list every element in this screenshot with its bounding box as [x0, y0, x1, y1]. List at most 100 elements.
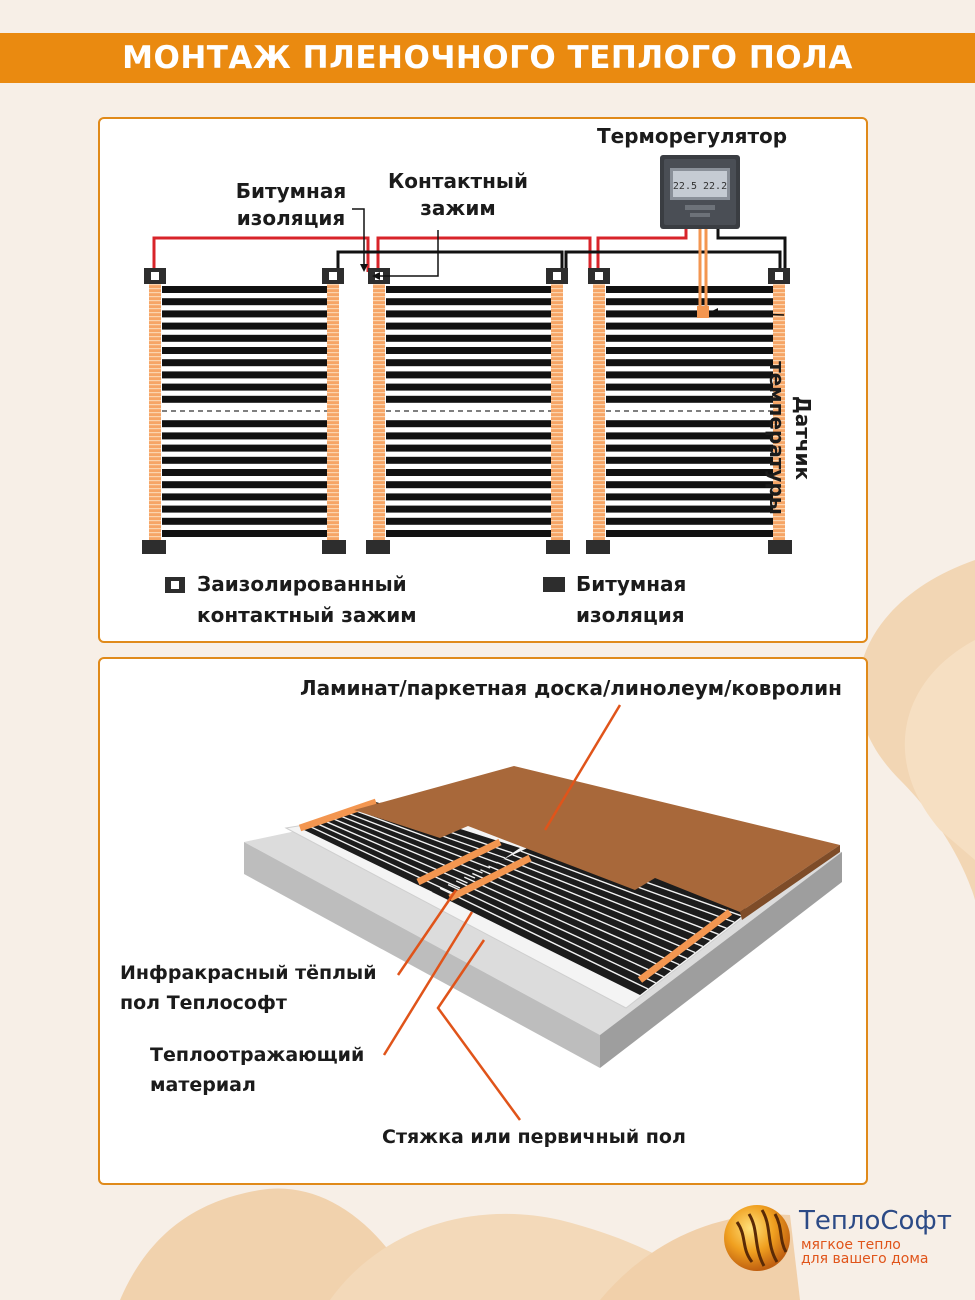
film-stripe [463, 876, 672, 972]
bitumen-label-line2: изоляция [236, 206, 346, 230]
heating-strip [606, 286, 773, 293]
top-layer-label: Ламинат/паркетная доска/линолеум/ковроли… [300, 676, 842, 700]
heating-strip [606, 493, 773, 501]
copper-bus-strip [149, 280, 161, 540]
heating-strip [162, 493, 327, 501]
heating-strip [606, 334, 773, 342]
contact-label-line1: Контактный [387, 169, 529, 193]
heating-strip [606, 359, 773, 367]
heating-strip [606, 347, 773, 354]
heating-strip [386, 383, 551, 391]
film-stripe [307, 824, 453, 894]
heating-strip [162, 359, 327, 367]
film-stripe [455, 880, 664, 978]
heating-strip [162, 310, 327, 318]
black-wires [336, 228, 787, 272]
heating-strip [162, 334, 327, 342]
copper-bus-strip [551, 280, 563, 540]
heating-strip [162, 322, 327, 330]
heating-strip [386, 334, 551, 342]
heating-strip [606, 371, 773, 379]
heating-strip [162, 469, 327, 476]
legend-item-clamp: Заизолированный контактный зажим [197, 571, 417, 629]
heating-strip [386, 481, 551, 489]
heating-strip [162, 420, 327, 428]
copper-bus-strip [373, 280, 385, 540]
film-stripe [512, 854, 719, 935]
heating-strip [162, 456, 327, 464]
heating-strip [386, 298, 551, 306]
reflective-label-line2: материал [150, 1074, 256, 1096]
heating-strip [162, 298, 327, 306]
contact-label-line2: зажим [420, 196, 496, 220]
heating-strip [606, 517, 773, 525]
heating-strip [386, 359, 551, 367]
reflective-label: Теплоотражающий материал [150, 1042, 364, 1099]
heating-strip [386, 444, 551, 452]
film-stripe [520, 850, 727, 929]
heating-strip [162, 530, 327, 537]
heating-strip [386, 371, 551, 379]
heating-strip [606, 456, 773, 464]
heating-strip [606, 469, 773, 476]
heating-strip [606, 444, 773, 452]
contact-clamp-label: Контактный зажим [378, 168, 538, 222]
heating-strip [606, 298, 773, 306]
heating-strip [386, 530, 551, 537]
brand-tagline-line2: для вашего дома [801, 1251, 929, 1267]
heating-strip [162, 444, 327, 452]
heating-strip [606, 310, 773, 318]
layers-illustration [244, 704, 842, 1121]
brand-tagline: мягкое тепло для вашего дома [801, 1238, 929, 1266]
insulated-clamp-icon [165, 577, 185, 593]
clamp-window [329, 272, 337, 280]
copper-bus-strip [593, 280, 605, 540]
heating-strip [162, 517, 327, 525]
legend-item-bitumen: Битумная изоляция [576, 571, 686, 629]
heating-strip [606, 395, 773, 403]
reflective-label-line1: Теплоотражающий [150, 1044, 365, 1066]
heating-strip [386, 420, 551, 428]
legend-clamp-line1: Заизолированный [197, 572, 407, 596]
heating-strip [606, 383, 773, 391]
heating-strip [606, 322, 773, 330]
heating-strip [386, 456, 551, 464]
bitumen-insulation [546, 540, 570, 554]
legend-bitumen-line2: изоляция [576, 603, 685, 627]
bitumen-insulation [366, 540, 390, 554]
heating-strip [162, 505, 327, 513]
film-stripe [504, 857, 711, 942]
heating-strip [386, 432, 551, 440]
heating-strip [162, 481, 327, 489]
heating-strip [386, 347, 551, 354]
heating-strip [386, 322, 551, 330]
film-label-line1: Инфракрасный тёплый [120, 962, 377, 984]
page-title: МОНТАЖ ПЛЕНОЧНОГО ТЕПЛОГО ПОЛА [122, 40, 853, 76]
heating-strip [386, 310, 551, 318]
thermostat-display: 22.5 22.2 [673, 181, 727, 192]
brand-name: ТеплоСофт [799, 1206, 952, 1236]
film-stripe [480, 869, 688, 960]
bitumen-insulation [322, 540, 346, 554]
bitumen-label: Битумная изоляция [228, 178, 354, 232]
thermostat: 22.5 22.2 [660, 155, 740, 229]
sensor-label: Датчик температуры [756, 348, 816, 528]
bitumen-square-icon [543, 577, 565, 592]
heating-strip [606, 432, 773, 440]
heating-strip [162, 371, 327, 379]
red-wires [152, 228, 688, 272]
heating-strip [162, 286, 327, 293]
heating-strip [606, 420, 773, 428]
heating-strip [386, 517, 551, 525]
heating-strip [606, 530, 773, 537]
bitumen-label-line1: Битумная [235, 179, 347, 203]
film-stripe [439, 887, 649, 990]
film-stripe [496, 861, 704, 948]
temperature-sensor [697, 229, 785, 318]
film-stripe [472, 872, 680, 966]
legend-clamp-line2: контактный зажим [197, 603, 417, 627]
label-leaders [352, 208, 439, 280]
title-bar: МОНТАЖ ПЛЕНОЧНОГО ТЕПЛОГО ПОЛА [0, 33, 975, 83]
